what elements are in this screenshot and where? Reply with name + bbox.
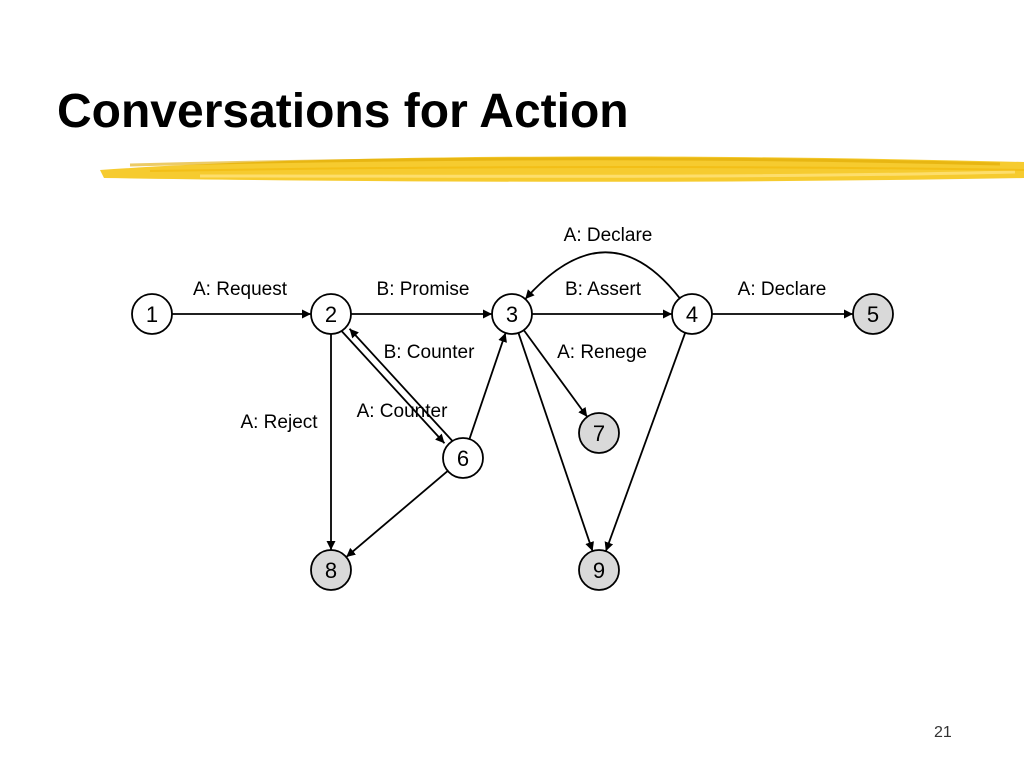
- edge-label: B: Assert: [565, 279, 642, 300]
- state-node-7: 7: [578, 412, 620, 454]
- title-underline-brush: [100, 156, 1024, 182]
- edge-arrow: [524, 251, 681, 300]
- edge-label: B: Counter: [384, 342, 475, 363]
- edge-6-to-2: A: Counter: [348, 328, 456, 444]
- edge-3-to-4: B: Assert: [532, 279, 672, 319]
- state-node-5: 5: [852, 293, 894, 335]
- state-circle: [671, 293, 713, 335]
- edge-arrow: [338, 328, 446, 444]
- state-circle: [442, 437, 484, 479]
- edge-2-to-6: B: Counter: [338, 328, 475, 444]
- state-node-4: 4: [671, 293, 713, 335]
- edge-label: A: Declare: [564, 225, 653, 246]
- edge-4-to-3: A: Declare: [524, 225, 681, 300]
- edge-4-to-9: [604, 332, 687, 552]
- edge-label: A: Declare: [738, 279, 827, 300]
- state-label: 9: [593, 558, 605, 583]
- state-label: 7: [593, 421, 605, 446]
- state-node-3: 3: [491, 293, 533, 335]
- edge-1-to-2: A: Request: [172, 279, 311, 319]
- state-node-9: 9: [578, 549, 620, 591]
- edge-arrow: [348, 328, 456, 444]
- state-circle: [852, 293, 894, 335]
- edge-arrow: [604, 332, 687, 552]
- state-label: 4: [686, 302, 698, 327]
- state-circle: [131, 293, 173, 335]
- state-circle: [310, 549, 352, 591]
- edge-3-to-9: [517, 332, 594, 552]
- edge-label: B: Promise: [377, 279, 470, 300]
- edge-6-to-3: [468, 332, 507, 440]
- state-circle: [578, 549, 620, 591]
- state-circle: [578, 412, 620, 454]
- edge-4-to-5: A: Declare: [712, 279, 853, 319]
- state-circle: [491, 293, 533, 335]
- edge-2-to-3: B: Promise: [351, 279, 492, 319]
- state-node-6: 6: [442, 437, 484, 479]
- edge-6-to-8: [345, 470, 449, 558]
- edge-arrow: [523, 329, 588, 418]
- edge-3-to-7: A: Renege: [523, 329, 647, 418]
- state-label: 6: [457, 446, 469, 471]
- edge-label: A: Reject: [240, 412, 318, 433]
- page-number: 21: [934, 724, 952, 741]
- edge-2-to-8: A: Reject: [240, 334, 336, 550]
- state-label: 3: [506, 302, 518, 327]
- edge-arrow: [468, 332, 507, 440]
- edge-label: A: Request: [193, 279, 288, 300]
- state-label: 8: [325, 558, 337, 583]
- state-node-8: 8: [310, 549, 352, 591]
- edge-arrow: [345, 470, 449, 558]
- state-node-2: 2: [310, 293, 352, 335]
- state-node-1: 1: [131, 293, 173, 335]
- edge-label: A: Renege: [557, 342, 647, 363]
- edge-arrow: [517, 332, 594, 552]
- edge-label: A: Counter: [357, 401, 448, 422]
- state-label: 2: [325, 302, 337, 327]
- state-label: 1: [146, 302, 158, 327]
- state-label: 5: [867, 302, 879, 327]
- state-circle: [310, 293, 352, 335]
- slide-title: Conversations for Action: [57, 85, 629, 138]
